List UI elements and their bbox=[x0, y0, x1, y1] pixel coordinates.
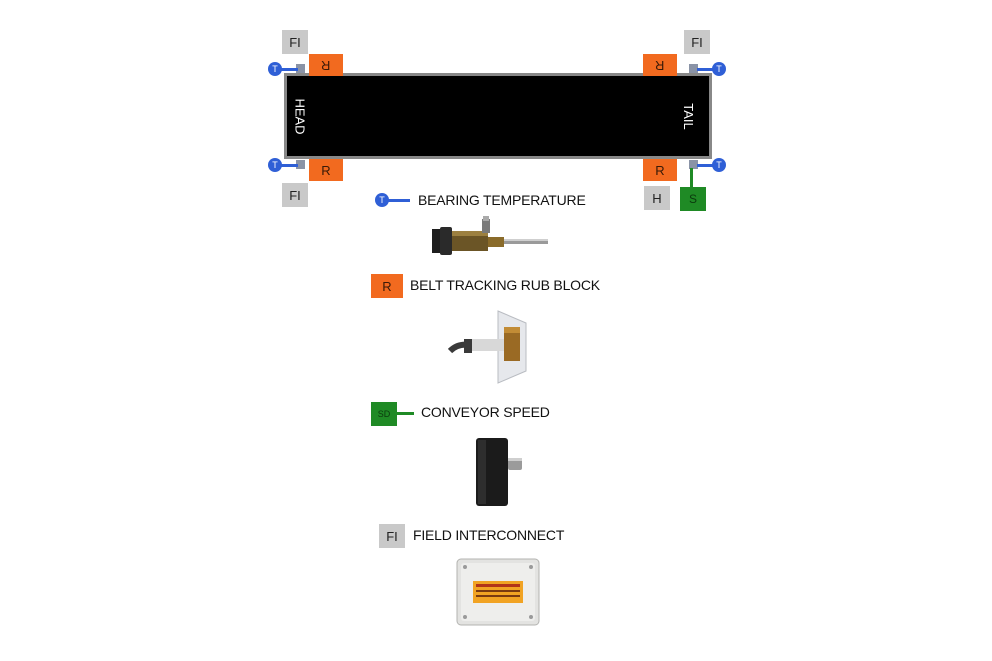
legend-bearing-temperature-text: BEARING TEMPERATURE bbox=[418, 192, 586, 208]
legend-temp-icon: T bbox=[375, 193, 389, 207]
legend-rub-block-text: BELT TRACKING RUB BLOCK bbox=[410, 277, 600, 293]
fi-box-top-left: FI bbox=[282, 30, 308, 54]
legend-speed-line bbox=[396, 412, 414, 415]
temp-sensor-top-left: T bbox=[268, 62, 282, 76]
temp-sensor-line-top-right bbox=[697, 68, 715, 71]
temperature-sensor-photo bbox=[432, 216, 548, 255]
temp-sensor-line-bottom-left bbox=[280, 164, 298, 167]
legend-fi-icon: FI bbox=[379, 524, 405, 548]
junction-box-photo bbox=[456, 558, 540, 626]
temp-sensor-line-bottom-right bbox=[697, 164, 715, 167]
legend-speed-icon: SD bbox=[371, 402, 397, 426]
legend-temp-line bbox=[388, 199, 410, 202]
legend-conveyor-speed-text: CONVEYOR SPEED bbox=[421, 404, 550, 420]
temp-sensor-bottom-left: T bbox=[268, 158, 282, 172]
fi-box-bottom-left: FI bbox=[282, 183, 308, 207]
sensor-stub-top-left bbox=[296, 64, 305, 73]
rub-block-sensor-photo bbox=[448, 310, 527, 384]
rub-block-bottom-left: R bbox=[309, 159, 343, 181]
speed-sensor-photo bbox=[476, 438, 522, 506]
legend-field-interconnect-text: FIELD INTERCONNECT bbox=[413, 527, 565, 543]
sensor-stub-bottom-left bbox=[296, 160, 305, 169]
tail-label: TAIL bbox=[680, 103, 696, 130]
speed-sensor-box: S bbox=[680, 187, 706, 211]
speed-sensor-line bbox=[690, 168, 693, 188]
temp-sensor-line-top-left bbox=[280, 68, 298, 71]
sensor-stub-bottom-right bbox=[689, 160, 698, 169]
rub-block-bottom-right: R bbox=[643, 159, 677, 181]
rub-block-top-right: R bbox=[643, 54, 677, 76]
temp-sensor-top-right: T bbox=[712, 62, 726, 76]
sensor-stub-top-right bbox=[689, 64, 698, 73]
fi-box-top-right: FI bbox=[684, 30, 710, 54]
temp-sensor-bottom-right: T bbox=[712, 158, 726, 172]
legend-rub-icon: R bbox=[371, 274, 403, 298]
rub-block-top-left: R bbox=[309, 54, 343, 76]
hub-box-bottom-right: H bbox=[644, 186, 670, 210]
conveyor-belt bbox=[284, 73, 712, 159]
head-label: HEAD bbox=[292, 98, 308, 135]
